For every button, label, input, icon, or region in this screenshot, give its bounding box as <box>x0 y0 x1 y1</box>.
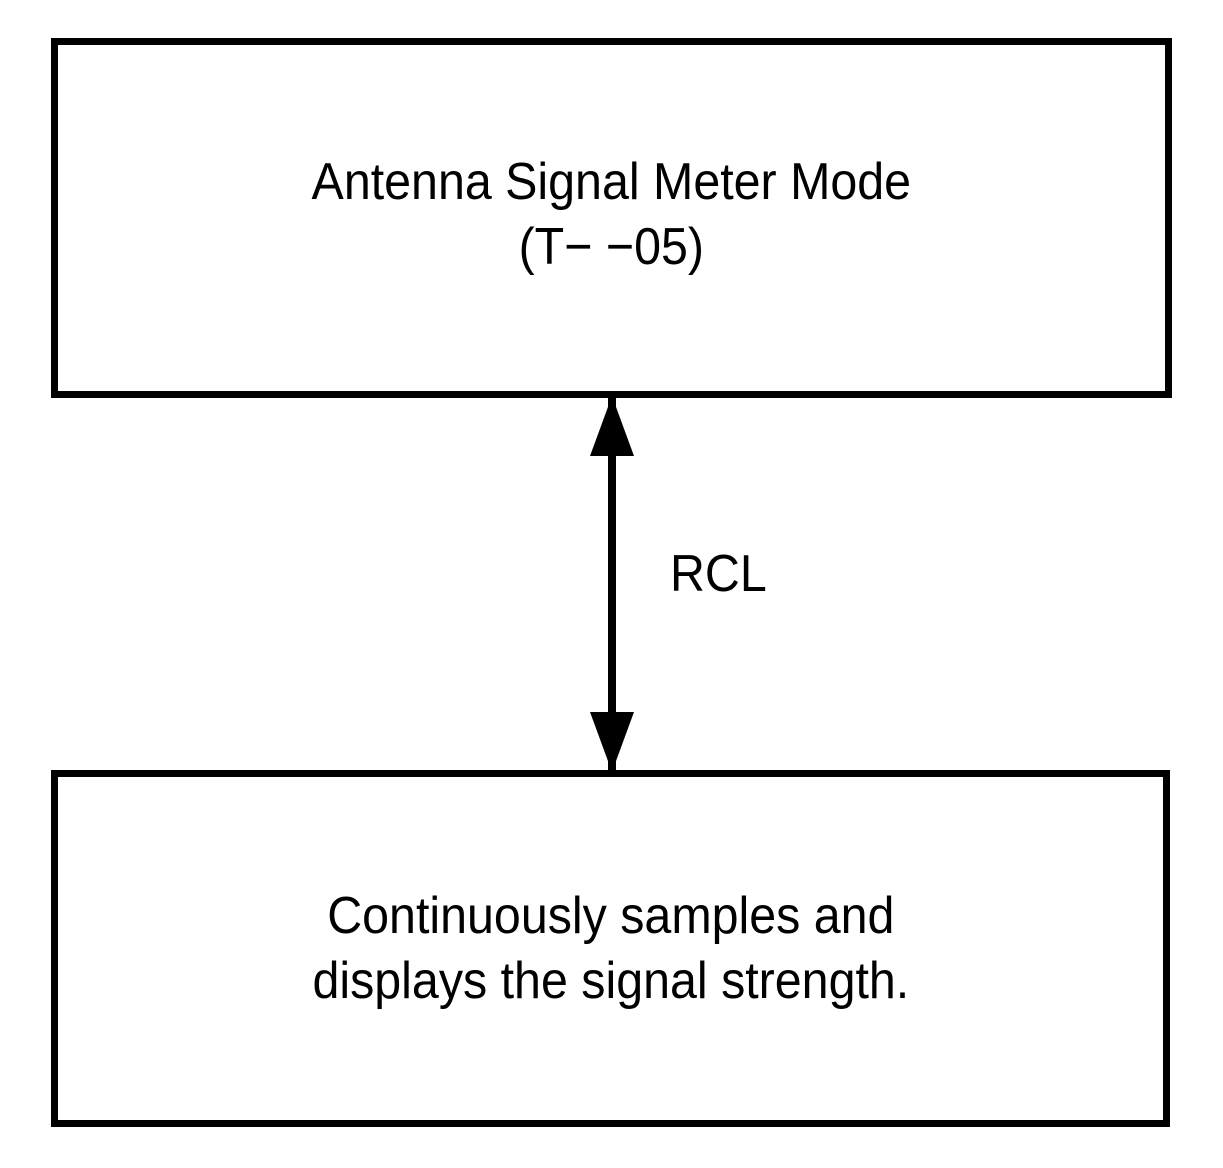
node-top-text-block: Antenna Signal Meter Mode (T− −05) <box>289 150 934 280</box>
node-top-title: Antenna Signal Meter Mode <box>311 153 912 211</box>
node-antenna-signal-meter-mode[interactable]: Antenna Signal Meter Mode (T− −05) <box>51 38 1172 398</box>
node-bottom-text-block: Continuously samples and displays the si… <box>290 884 932 1014</box>
edge-rcl-double-arrow[interactable] <box>566 392 658 776</box>
node-bottom-line-2: displays the signal strength. <box>312 951 909 1010</box>
node-top-subtitle: (T− −05) <box>518 218 705 276</box>
node-continuously-samples[interactable]: Continuously samples and displays the si… <box>51 770 1170 1127</box>
node-bottom-line-1: Continuously samples and <box>326 886 895 945</box>
edge-label-rcl: RCL <box>670 545 767 603</box>
double-arrow-icon <box>590 396 634 772</box>
